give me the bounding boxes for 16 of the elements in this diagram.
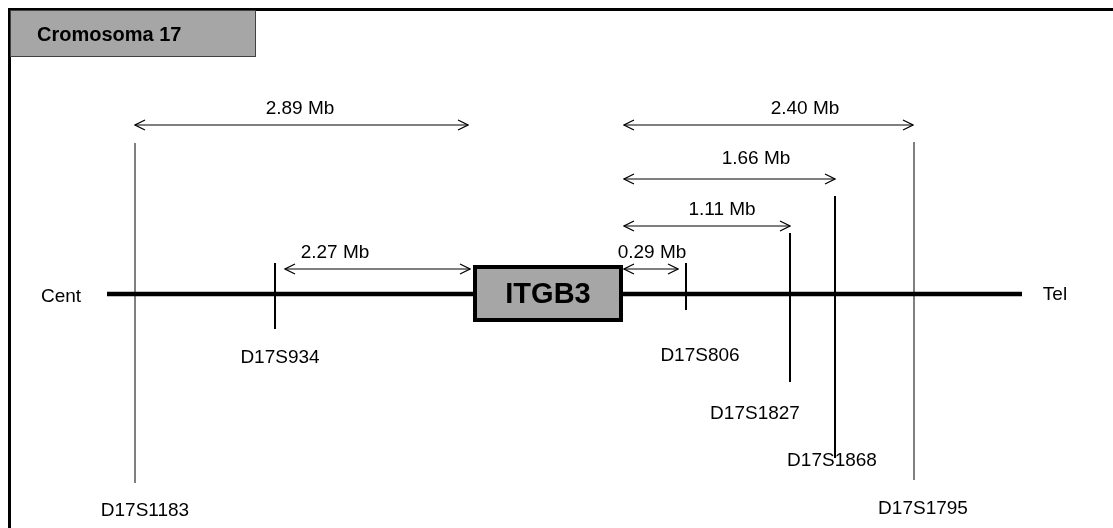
marker-label: D17S806 (660, 344, 740, 364)
distance-label: 2.89 Mb (265, 97, 335, 117)
title-tab: Cromosoma 17 (10, 10, 256, 57)
distance-label: 1.66 Mb (721, 147, 791, 167)
marker-label: D17S1868 (787, 449, 877, 469)
distance-label: 0.29 Mb (617, 241, 687, 261)
marker-label: D17S934 (240, 346, 320, 366)
gene-box: ITGB3 (473, 265, 623, 322)
distance-label: 1.11 Mb (688, 198, 756, 218)
distance-label: 2.27 Mb (300, 241, 370, 261)
distance-label: 2.40 Mb (770, 97, 840, 117)
marker-label: D17S1183 (100, 499, 190, 519)
marker-label: D17S1795 (878, 497, 968, 517)
end-label: Cent (40, 285, 82, 305)
marker-label: D17S1827 (710, 402, 800, 422)
end-label: Tel (1042, 283, 1068, 303)
